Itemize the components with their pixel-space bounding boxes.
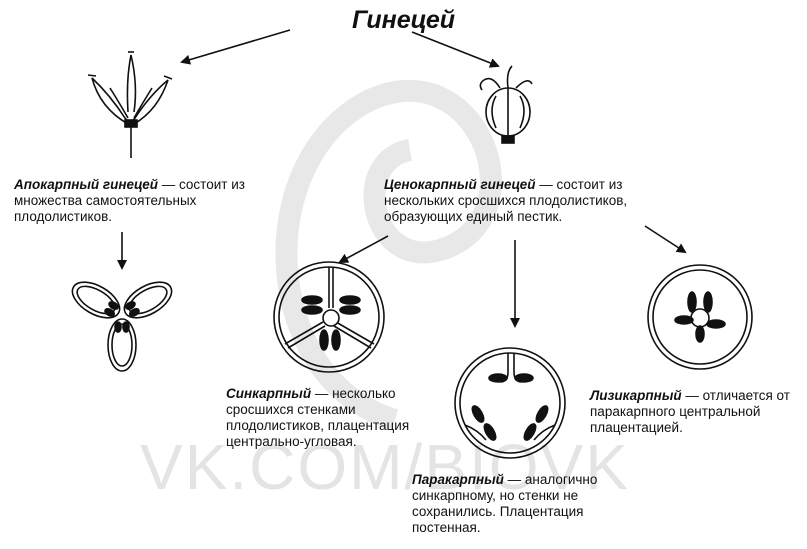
apocarpous-term: Апокарпный гинецей (14, 177, 159, 192)
arrow-title-to-apocarpous (180, 29, 291, 65)
syncarpous-cross-section (273, 261, 385, 373)
syncarpous-description: Синкарпный — несколько сросшихся стенкам… (226, 386, 426, 450)
watermark-spiral (275, 79, 502, 431)
paracarpous-description: Паракарпный — аналогично синкарпному, но… (412, 472, 632, 536)
arrows (117, 29, 687, 328)
coenocarpous-term: Ценокарпный гинецей (384, 177, 536, 192)
arrow-to-lysicarpous (644, 225, 687, 254)
syncarpous-text: — несколько сросшихся стенками плодолист… (226, 386, 410, 449)
arrow-title-to-coenocarpous (411, 31, 500, 68)
lysicarpous-description: Лизикарпный — отличается от паракарпного… (590, 388, 805, 436)
arrow-to-syncarpous (338, 235, 389, 263)
coenocarpous-gynoecium-icon (479, 65, 533, 144)
paracarpous-cross-section (454, 347, 566, 459)
lysicarpous-text: — отличается от паракарпного центральной… (590, 388, 790, 435)
watermark-text: VK.COM/BIOVK (140, 431, 630, 503)
apocarpous-cross-section (71, 281, 173, 372)
diagram-title: Гинецей (351, 6, 456, 34)
apocarpous-text: — состоит из множества самостоятельных п… (14, 177, 245, 224)
coenocarpous-description: Ценокарпный гинецей — состоит из несколь… (384, 177, 674, 225)
syncarpous-term: Синкарпный (226, 386, 312, 401)
coenocarpous-text: — состоит из нескольких сросшихся плодол… (384, 177, 628, 224)
paracarpous-text: — аналогично синкарпному, но стенки не с… (412, 472, 598, 535)
lysicarpous-cross-section (647, 264, 753, 370)
paracarpous-term: Паракарпный (412, 472, 504, 487)
apocarpous-gynoecium-icon (87, 51, 173, 158)
apocarpous-description: Апокарпный гинецей — состоит из множеств… (14, 177, 269, 225)
lysicarpous-term: Лизикарпный (590, 388, 682, 403)
